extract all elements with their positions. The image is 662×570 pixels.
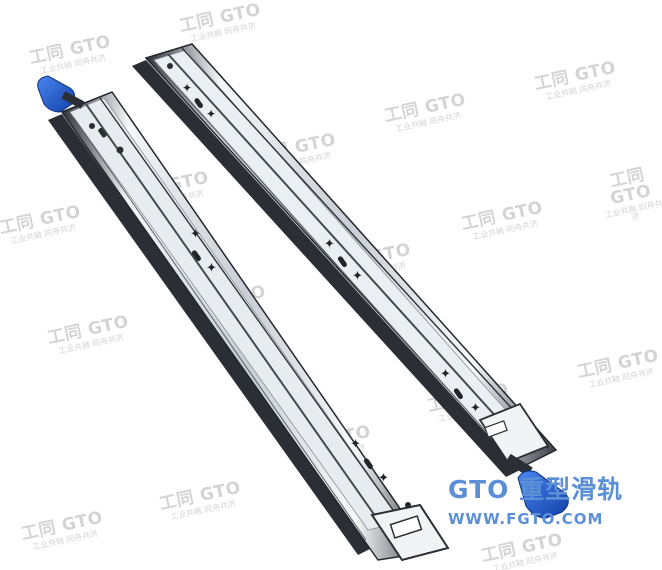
right-drawer-slide: ✦ ✦ ✦ ✦ ✦ ✦ bbox=[132, 43, 569, 519]
svg-text:✦: ✦ bbox=[440, 367, 451, 382]
svg-text:✦: ✦ bbox=[324, 237, 335, 252]
svg-text:✦: ✦ bbox=[206, 107, 216, 121]
svg-text:✦: ✦ bbox=[182, 81, 192, 95]
brand-url: WWW.FGTO.COM bbox=[448, 510, 604, 528]
svg-text:✦: ✦ bbox=[470, 401, 481, 416]
svg-text:✦: ✦ bbox=[350, 437, 361, 452]
svg-text:✦: ✦ bbox=[206, 261, 217, 276]
svg-text:✦: ✦ bbox=[352, 269, 363, 284]
svg-text:✦: ✦ bbox=[378, 471, 389, 486]
left-drawer-slide: ✦ ✦ ✦ ✦ bbox=[37, 75, 450, 562]
right-slide-lever bbox=[505, 453, 569, 519]
left-slide-lever bbox=[37, 75, 85, 113]
brand-title: GTO 重型滑轨 bbox=[448, 475, 624, 504]
svg-text:✦: ✦ bbox=[190, 227, 201, 242]
brand-watermark: GTO 重型滑轨 WWW.FGTO.COM bbox=[448, 470, 648, 528]
